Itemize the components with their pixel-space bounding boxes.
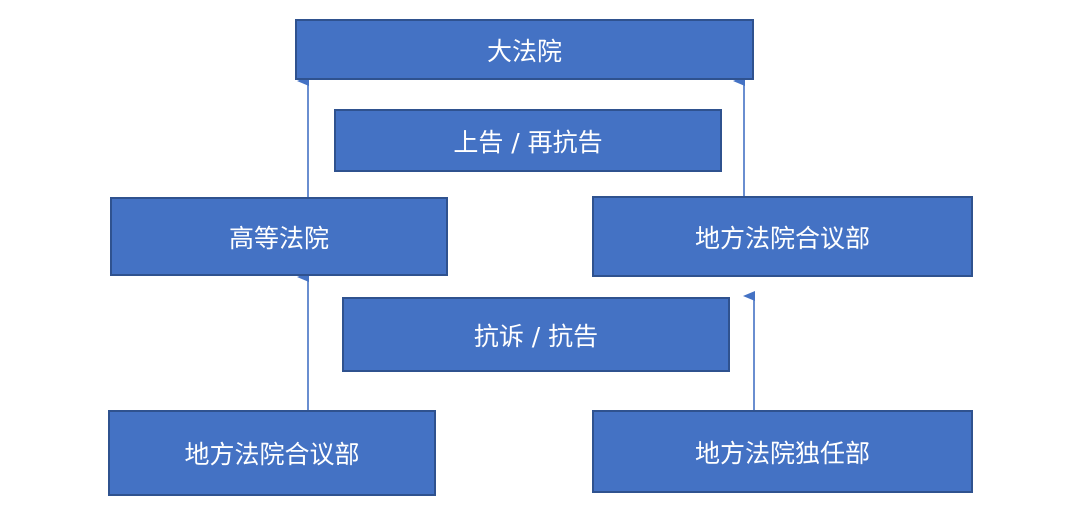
lower-appeal-label-box: 抗诉 / 抗告	[342, 297, 730, 372]
upper-appeal-label: 上告 / 再抗告	[453, 127, 603, 157]
district-collegiate-upper-box: 地方法院合议部	[592, 196, 973, 277]
high-court-box: 高等法院	[110, 197, 448, 276]
district-collegiate-upper-label: 地方法院合议部	[694, 223, 870, 253]
district-single-box: 地方法院独任部	[592, 410, 973, 493]
district-collegiate-lower-box: 地方法院合议部	[108, 410, 436, 496]
upper-appeal-label-box: 上告 / 再抗告	[334, 109, 722, 172]
district-collegiate-lower-label: 地方法院合议部	[184, 440, 360, 469]
district-single-label: 地方法院独任部	[694, 438, 870, 468]
supreme-court-box: 大法院	[295, 19, 754, 80]
supreme-court-label: 大法院	[486, 36, 562, 66]
high-court-label: 高等法院	[228, 223, 329, 253]
lower-appeal-label: 抗诉 / 抗告	[473, 321, 599, 351]
